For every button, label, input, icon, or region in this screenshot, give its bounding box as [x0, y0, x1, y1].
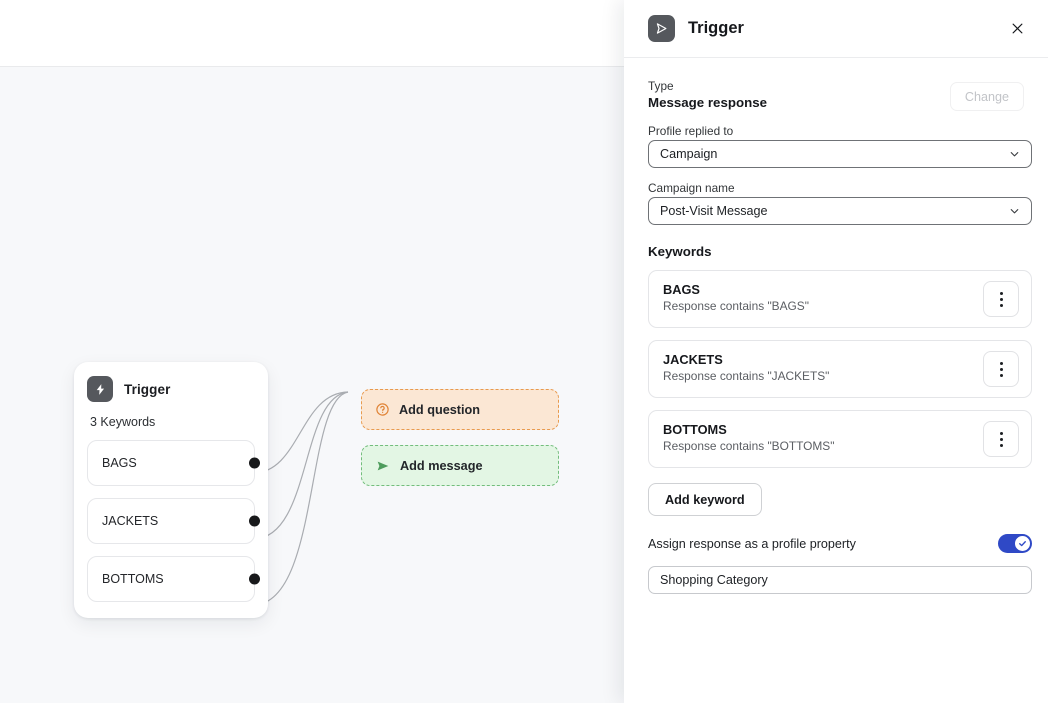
panel-body: Type Message response Change Profile rep… — [624, 58, 1048, 703]
connector-dot[interactable] — [249, 573, 260, 585]
keyword-card[interactable]: BOTTOMS Response contains "BOTTOMS" — [648, 410, 1032, 468]
trigger-node-card[interactable]: Trigger 3 Keywords BAGS JACKETS BOTTOMS — [74, 362, 268, 618]
add-message-label: Add message — [400, 458, 483, 473]
assign-property-toggle[interactable] — [998, 534, 1032, 553]
add-keyword-button[interactable]: Add keyword — [648, 483, 762, 516]
add-question-label: Add question — [399, 402, 481, 417]
kebab-menu-icon[interactable] — [983, 351, 1019, 387]
trigger-keyword-pill[interactable]: BOTTOMS — [87, 556, 260, 602]
editor-top-bar — [0, 0, 625, 67]
keyword-card[interactable]: BAGS Response contains "BAGS" — [648, 270, 1032, 328]
keyword-card-title: JACKETS — [663, 352, 723, 367]
trigger-keyword-list: BAGS JACKETS BOTTOMS — [87, 440, 260, 602]
panel-header: Trigger — [624, 0, 1048, 58]
trigger-node-title: Trigger — [124, 381, 171, 397]
kebab-menu-icon[interactable] — [983, 421, 1019, 457]
type-row: Type Message response Change — [648, 79, 1040, 111]
check-icon — [1015, 536, 1030, 551]
profile-replied-to-select[interactable]: Campaign — [648, 140, 1032, 168]
send-triangle-icon — [648, 15, 675, 42]
change-button[interactable]: Change — [949, 82, 1024, 111]
property-name-input[interactable] — [648, 566, 1032, 594]
campaign-name-select[interactable]: Post-Visit Message — [648, 197, 1032, 225]
assign-property-row: Assign response as a profile property — [648, 534, 1032, 553]
connector-dot[interactable] — [249, 457, 260, 469]
chevron-down-icon — [1008, 205, 1021, 218]
add-message-chip[interactable]: Add message — [361, 445, 559, 486]
keyword-card[interactable]: JACKETS Response contains "JACKETS" — [648, 340, 1032, 398]
close-icon[interactable] — [1004, 16, 1030, 42]
type-value: Message response — [648, 95, 767, 110]
campaign-name-value: Post-Visit Message — [660, 204, 768, 218]
trigger-node-header: Trigger — [87, 376, 255, 402]
flow-canvas[interactable]: Trigger 3 Keywords BAGS JACKETS BOTTOMS — [0, 67, 625, 703]
keyword-card-title: BOTTOMS — [663, 422, 727, 437]
kebab-menu-icon[interactable] — [983, 281, 1019, 317]
keyword-card-subtitle: Response contains "JACKETS" — [663, 369, 830, 383]
keyword-card-subtitle: Response contains "BAGS" — [663, 299, 809, 313]
trigger-node-subtitle: 3 Keywords — [90, 415, 156, 429]
trigger-settings-panel: Trigger Type Message response Change Pro… — [624, 0, 1048, 703]
chevron-down-icon — [1008, 148, 1021, 161]
add-question-chip[interactable]: Add question — [361, 389, 559, 430]
trigger-keyword-label: BOTTOMS — [102, 572, 164, 586]
lightning-bolt-icon — [87, 376, 113, 402]
profile-replied-to-label: Profile replied to — [648, 124, 734, 138]
trigger-keyword-label: JACKETS — [102, 514, 159, 528]
flow-editor-area: Trigger 3 Keywords BAGS JACKETS BOTTOMS — [0, 0, 625, 703]
keyword-card-subtitle: Response contains "BOTTOMS" — [663, 439, 835, 453]
campaign-name-label: Campaign name — [648, 181, 735, 195]
profile-replied-to-value: Campaign — [660, 147, 718, 161]
type-label: Type — [648, 79, 674, 93]
question-circle-icon — [375, 402, 390, 417]
trigger-keyword-label: BAGS — [102, 456, 137, 470]
keywords-section-title: Keywords — [648, 244, 712, 259]
keyword-card-title: BAGS — [663, 282, 700, 297]
send-triangle-icon — [375, 458, 391, 474]
trigger-keyword-pill[interactable]: JACKETS — [87, 498, 260, 544]
connector-dot[interactable] — [249, 515, 260, 527]
assign-property-label: Assign response as a profile property — [648, 536, 856, 551]
trigger-keyword-pill[interactable]: BAGS — [87, 440, 260, 486]
panel-title: Trigger — [688, 19, 744, 37]
